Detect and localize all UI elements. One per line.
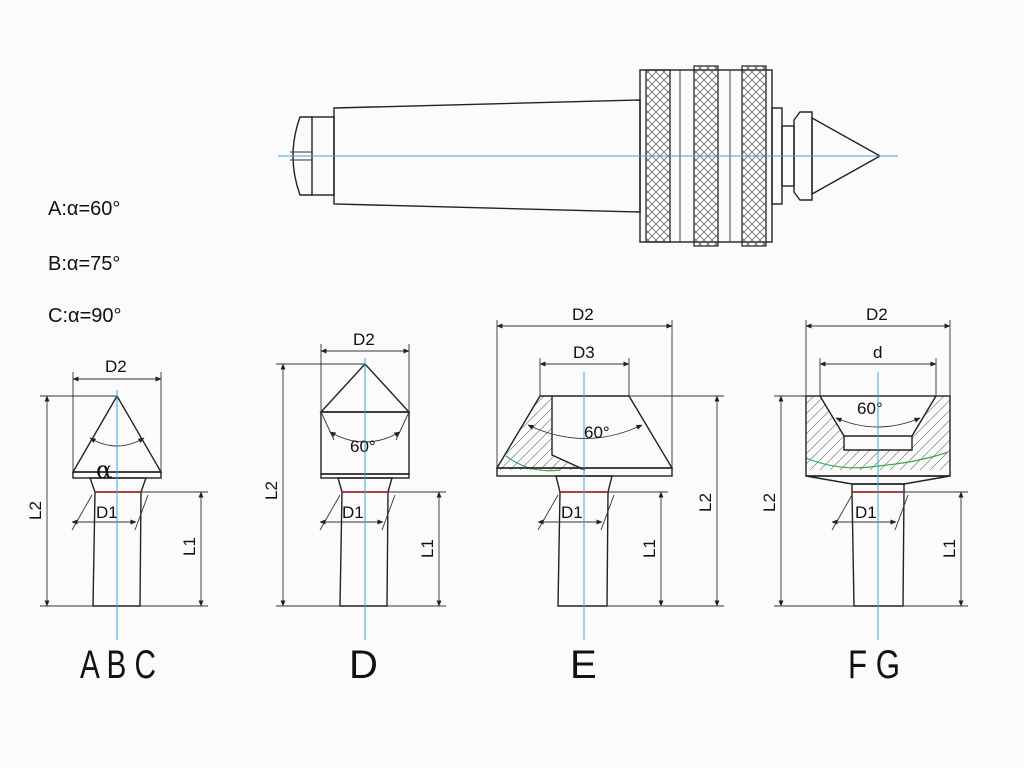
angle-60-label: 60° xyxy=(350,437,376,456)
alpha-symbol: α xyxy=(96,456,112,484)
l1-label: L1 xyxy=(180,537,199,556)
tip-type-d: 60° D2 D1 L2 L1 D xyxy=(262,330,446,687)
l1-label: L1 xyxy=(940,539,959,558)
tip-type-abc: α D2 D1 L2 L1 A B C xyxy=(26,357,208,687)
d2-label: D2 xyxy=(866,305,888,324)
l1-label: L1 xyxy=(640,539,659,558)
d-label: d xyxy=(873,343,882,362)
type-label-e: E xyxy=(570,643,597,687)
l2-label: L2 xyxy=(696,493,715,512)
d2-label: D2 xyxy=(105,357,127,376)
tip-type-fg: 60° D2 d D1 L2 L1 F G xyxy=(760,305,968,687)
angle-60-label: 60° xyxy=(584,423,610,442)
note-a: A:α=60° xyxy=(48,198,120,220)
note-b: B:α=75° xyxy=(48,253,120,275)
d2-label: D2 xyxy=(353,330,375,349)
l2-label: L2 xyxy=(262,481,281,500)
spindle-collar xyxy=(793,111,813,201)
live-center-side-view xyxy=(278,65,898,247)
note-c: C:α=90° xyxy=(48,305,122,327)
type-label-d: D xyxy=(349,643,378,687)
l2-label: L2 xyxy=(26,501,45,520)
angle-notes: A:α=60° B:α=75° C:α=90° xyxy=(48,198,122,327)
type-label-abc: A B C xyxy=(80,643,156,687)
l2-label: L2 xyxy=(760,493,779,512)
d1-label: D1 xyxy=(561,503,583,522)
tip-type-e: 60° D2 D3 D1 L2 L1 E xyxy=(495,305,724,687)
d1-label: D1 xyxy=(855,503,877,522)
d2-label: D2 xyxy=(572,305,594,324)
d1-label: D1 xyxy=(342,503,364,522)
d3-label: D3 xyxy=(573,343,595,362)
type-label-fg: F G xyxy=(848,643,900,687)
angle-60-label: 60° xyxy=(857,399,883,418)
d1-label: D1 xyxy=(96,503,118,522)
l1-label: L1 xyxy=(418,539,437,558)
